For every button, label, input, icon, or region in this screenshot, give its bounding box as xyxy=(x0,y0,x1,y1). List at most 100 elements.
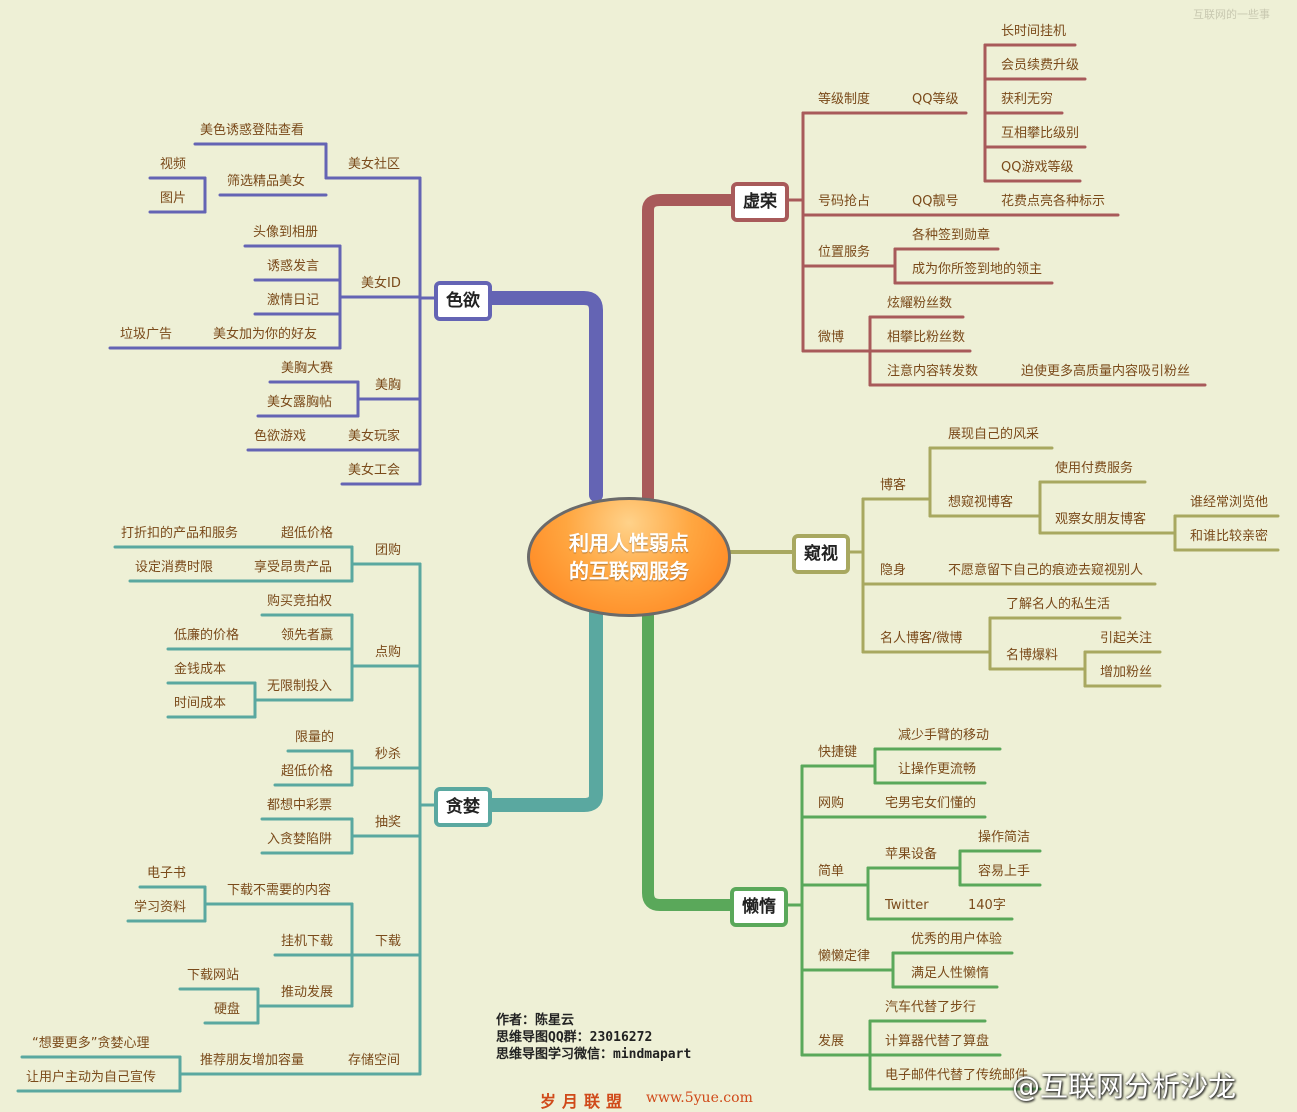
node-label[interactable]: 下载网站 xyxy=(187,968,240,983)
node-label[interactable]: 激情日记 xyxy=(267,293,320,308)
node-label[interactable]: 学习资料 xyxy=(134,900,187,915)
node-label[interactable]: 会员续费升级 xyxy=(1001,58,1080,73)
node-label[interactable]: 网购 xyxy=(818,796,845,811)
node-label[interactable]: 注意内容转发数 xyxy=(887,364,979,379)
node-label[interactable]: 限量的 xyxy=(295,730,335,745)
node-label[interactable]: 美女社区 xyxy=(348,157,401,172)
node-label[interactable]: 硬盘 xyxy=(214,1002,241,1017)
node-label[interactable]: QQ等级 xyxy=(912,92,959,107)
node-label[interactable]: 视频 xyxy=(160,157,187,172)
node-label[interactable]: 购买竞拍权 xyxy=(267,594,333,609)
node-label[interactable]: 美女ID xyxy=(361,276,401,291)
node-label[interactable]: 快捷键 xyxy=(818,745,858,760)
node-label[interactable]: 名博爆料 xyxy=(1006,648,1059,663)
node-label[interactable]: QQ靓号 xyxy=(912,194,959,209)
node-label[interactable]: 博客 xyxy=(880,478,907,493)
node-label[interactable]: 相攀比粉丝数 xyxy=(887,330,966,345)
node-label[interactable]: 下载不需要的内容 xyxy=(227,883,332,898)
node-label[interactable]: 推动发展 xyxy=(281,985,334,1000)
node-label[interactable]: 推荐朋友增加容量 xyxy=(200,1053,305,1068)
node-label[interactable]: 下载 xyxy=(375,934,402,949)
node-label[interactable]: 让用户主动为自己宣传 xyxy=(26,1070,157,1085)
node-label[interactable]: Twitter xyxy=(885,898,929,913)
node-label[interactable]: 使用付费服务 xyxy=(1055,461,1134,476)
node-label[interactable]: 让操作更流畅 xyxy=(898,762,977,777)
node-label[interactable]: QQ游戏等级 xyxy=(1001,160,1074,175)
node-label[interactable]: 花费点亮各种标示 xyxy=(1001,194,1106,209)
node-label[interactable]: 都想中彩票 xyxy=(267,798,333,813)
node-label[interactable]: 抽奖 xyxy=(375,815,402,830)
node-label[interactable]: 优秀的用户体验 xyxy=(911,932,1003,947)
node-label[interactable]: 了解名人的私生活 xyxy=(1006,597,1111,612)
node-label[interactable]: 金钱成本 xyxy=(174,662,227,677)
node-label[interactable]: 长时间挂机 xyxy=(1001,24,1067,39)
node-peep[interactable]: 窥视 xyxy=(792,534,850,574)
node-label[interactable]: 隐身 xyxy=(880,563,907,578)
node-label[interactable]: 不愿意留下自己的痕迹去窥视别人 xyxy=(948,563,1144,578)
node-label[interactable]: 容易上手 xyxy=(978,864,1031,879)
node-label[interactable]: 美色诱惑登陆查看 xyxy=(200,123,305,138)
node-label[interactable]: 140字 xyxy=(968,898,1006,913)
node-label[interactable]: 发展 xyxy=(818,1034,845,1049)
node-greed[interactable]: 贪婪 xyxy=(434,787,492,827)
node-label[interactable]: 获利无穷 xyxy=(1001,92,1054,107)
node-label[interactable]: 诱惑发言 xyxy=(267,259,320,274)
node-label[interactable]: 入贪婪陷阱 xyxy=(267,832,333,847)
node-label[interactable]: 秒杀 xyxy=(375,747,402,762)
node-label[interactable]: 电子邮件代替了传统邮件 xyxy=(885,1068,1029,1083)
node-label[interactable]: 美女工会 xyxy=(348,463,401,478)
node-label[interactable]: 名人博客/微博 xyxy=(880,631,963,646)
central-topic[interactable]: 利用人性弱点 的互联网服务 xyxy=(527,497,731,617)
node-label[interactable]: 展现自己的风采 xyxy=(948,427,1040,442)
node-label[interactable]: 互相攀比级别 xyxy=(1001,126,1080,141)
node-lust[interactable]: 色欲 xyxy=(434,281,492,321)
node-label[interactable]: 想窥视博客 xyxy=(948,495,1014,510)
node-label[interactable]: 谁经常浏览他 xyxy=(1190,495,1269,510)
node-label[interactable]: 各种签到勋章 xyxy=(912,228,991,243)
node-label[interactable]: 色欲游戏 xyxy=(254,429,307,444)
node-label[interactable]: 无限制投入 xyxy=(267,679,333,694)
node-label[interactable]: 超低价格 xyxy=(281,764,334,779)
node-label[interactable]: 汽车代替了步行 xyxy=(885,1000,977,1015)
node-label[interactable]: 计算器代替了算盘 xyxy=(885,1034,990,1049)
node-label[interactable]: 号码抢占 xyxy=(818,194,871,209)
node-label[interactable]: 美胸 xyxy=(375,378,402,393)
node-label[interactable]: 打折扣的产品和服务 xyxy=(121,526,239,541)
node-label[interactable]: 引起关注 xyxy=(1100,631,1153,646)
node-label[interactable]: 筛选精品美女 xyxy=(227,174,306,189)
node-label[interactable]: 美女玩家 xyxy=(348,429,401,444)
node-label[interactable]: 美胸大赛 xyxy=(281,361,334,376)
node-label[interactable]: 操作简洁 xyxy=(978,830,1031,845)
node-label[interactable]: 成为你所签到地的领主 xyxy=(912,262,1043,277)
node-label[interactable]: 宅男宅女们懂的 xyxy=(885,796,977,811)
node-label[interactable]: 微博 xyxy=(818,330,845,345)
node-label[interactable]: 超低价格 xyxy=(281,526,334,541)
node-label[interactable]: 电子书 xyxy=(147,866,187,881)
node-label[interactable]: 点购 xyxy=(375,645,402,660)
node-label[interactable]: 美女加为你的好友 xyxy=(213,327,318,342)
node-label[interactable]: “想要更多”贪婪心理 xyxy=(32,1036,150,1051)
node-label[interactable]: 观察女朋友博客 xyxy=(1055,512,1147,527)
node-label[interactable]: 领先者赢 xyxy=(281,628,334,643)
node-label[interactable]: 美女露胸帖 xyxy=(267,395,333,410)
node-label[interactable]: 挂机下载 xyxy=(281,934,334,949)
node-label[interactable]: 团购 xyxy=(375,543,402,558)
node-label[interactable]: 垃圾广告 xyxy=(120,327,173,342)
node-label[interactable]: 位置服务 xyxy=(818,245,871,260)
node-label[interactable]: 简单 xyxy=(818,864,845,879)
node-label[interactable]: 迫使更多高质量内容吸引粉丝 xyxy=(1021,364,1191,379)
node-label[interactable]: 增加粉丝 xyxy=(1100,665,1153,680)
node-label[interactable]: 图片 xyxy=(160,191,187,206)
node-label[interactable]: 时间成本 xyxy=(174,696,227,711)
node-label[interactable]: 低廉的价格 xyxy=(174,628,240,643)
node-vanity[interactable]: 虚荣 xyxy=(731,182,789,222)
node-label[interactable]: 炫耀粉丝数 xyxy=(887,296,953,311)
node-lazy[interactable]: 懒惰 xyxy=(730,887,788,927)
node-label[interactable]: 苹果设备 xyxy=(885,847,938,862)
node-label[interactable]: 设定消费时限 xyxy=(135,560,214,575)
node-label[interactable]: 满足人性懒惰 xyxy=(911,966,990,981)
node-label[interactable]: 懒懒定律 xyxy=(818,949,871,964)
node-label[interactable]: 头像到相册 xyxy=(253,225,319,240)
node-label[interactable]: 和谁比较亲密 xyxy=(1190,529,1269,544)
node-label[interactable]: 存储空间 xyxy=(348,1053,401,1068)
